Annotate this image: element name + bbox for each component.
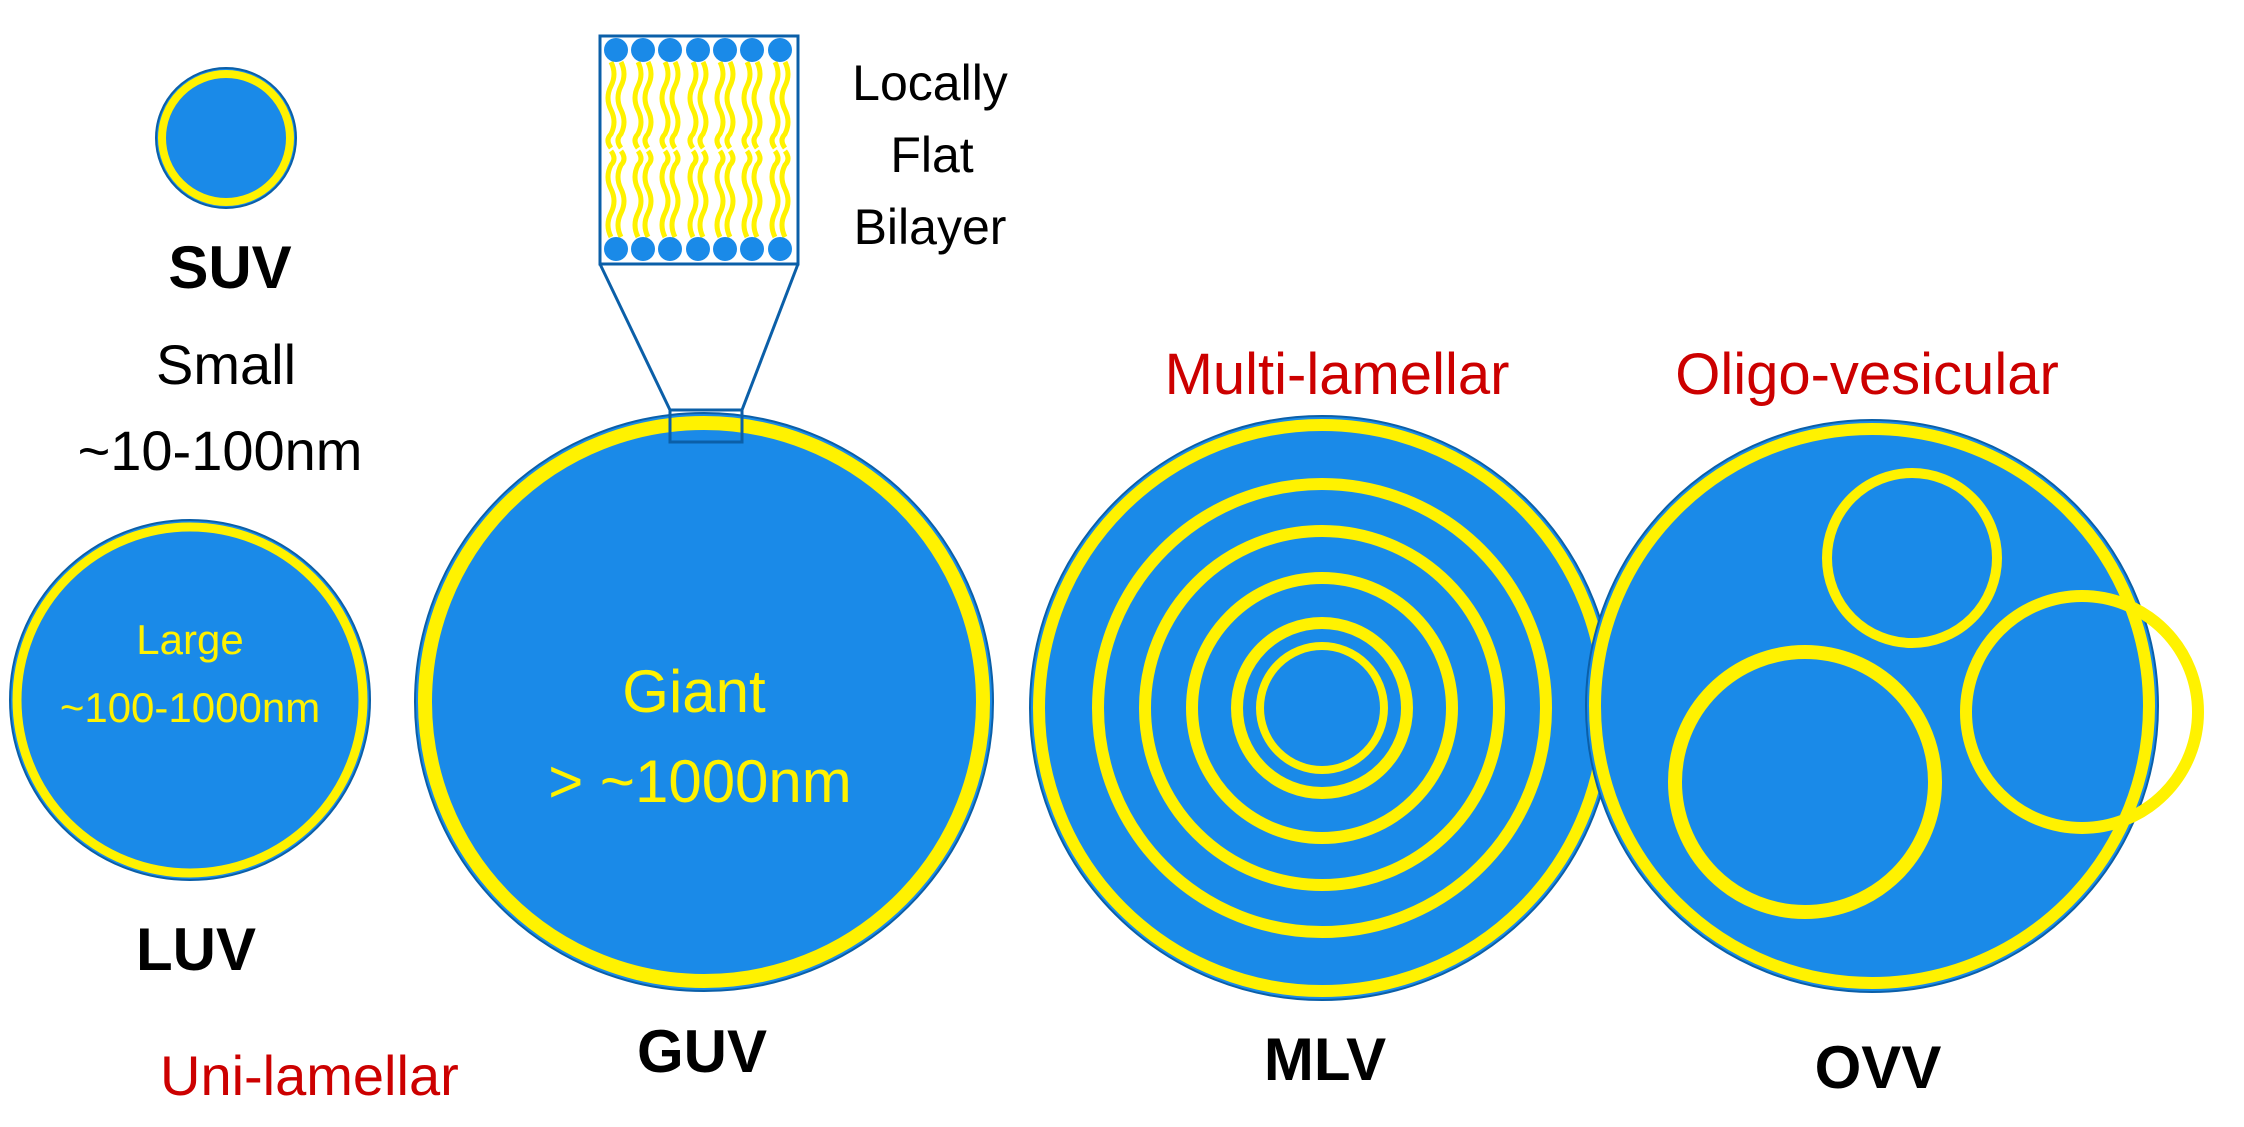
zoom-connector-right xyxy=(740,263,800,411)
suv-size-range: ~10-100nm xyxy=(78,419,363,482)
lipid-tail-top xyxy=(724,60,736,150)
luv-size-range: ~100-1000nm xyxy=(60,684,320,731)
lipid-tail-top xyxy=(669,60,681,150)
lipid-tail-bottom xyxy=(615,149,627,239)
inset-label-line3: Bilayer xyxy=(854,199,1007,255)
lipid-tail-bottom xyxy=(659,149,671,239)
suv-acronym: SUV xyxy=(168,234,291,301)
lipid-tail-bottom xyxy=(751,149,763,239)
lipid-head-top xyxy=(658,38,682,62)
lipid-tail-bottom xyxy=(724,149,736,239)
ovv-acronym: OVV xyxy=(1815,1034,1942,1101)
ovv-vesicle xyxy=(1585,419,2159,993)
guv-size-range: > ~1000nm xyxy=(548,748,852,815)
lipid-tail-top xyxy=(714,60,726,150)
lipid-head-bottom xyxy=(686,237,710,261)
membrane-zoom-box xyxy=(668,408,744,444)
guv-acronym: GUV xyxy=(637,1018,767,1085)
ovv-category: Oligo-vesicular xyxy=(1675,342,2059,407)
lipid-head-bottom xyxy=(740,237,764,261)
inset-label-line1: Locally xyxy=(852,55,1008,111)
guv-size-word: Giant xyxy=(622,658,766,725)
unilamellar-label: Uni-lamellar xyxy=(160,1044,459,1107)
lipid-head-top xyxy=(631,38,655,62)
zoom-connector-left xyxy=(598,263,672,411)
lipid-tail-top xyxy=(615,60,627,150)
ovv-inner-vesicle-right xyxy=(1960,590,2204,834)
lipid-tail-top xyxy=(632,60,644,150)
suv-size-word: Small xyxy=(156,333,296,396)
luv-vesicle xyxy=(9,519,371,881)
lipid-tail-top xyxy=(697,60,709,150)
ovv-inner-vesicle-top xyxy=(1822,468,2002,648)
lipid-head-top xyxy=(604,38,628,62)
lipid-tail-bottom xyxy=(669,149,681,239)
lipid-tail-top xyxy=(779,60,791,150)
lipid-tail-bottom xyxy=(687,149,699,239)
lipid-head-top xyxy=(686,38,710,62)
lipid-tail-top xyxy=(605,60,617,150)
lipid-tail-bottom xyxy=(741,149,753,239)
mlv-vesicle xyxy=(1029,415,1615,1001)
lipid-tail-bottom xyxy=(769,149,781,239)
lipid-tail-top xyxy=(687,60,699,150)
lipid-tail-top xyxy=(751,60,763,150)
lipid-head-top xyxy=(713,38,737,62)
lipid-head-top xyxy=(740,38,764,62)
luv-acronym: LUV xyxy=(136,916,256,983)
lipid-head-bottom xyxy=(604,237,628,261)
lipid-tail-bottom xyxy=(714,149,726,239)
lipid-tail-bottom xyxy=(779,149,791,239)
lipid-head-bottom xyxy=(768,237,792,261)
lipid-head-bottom xyxy=(631,237,655,261)
lipid-tail-top xyxy=(741,60,753,150)
lipid-tail-top xyxy=(659,60,671,150)
inset-label-line2: Flat xyxy=(890,127,973,183)
lipid-tail-top xyxy=(642,60,654,150)
lipid-head-top xyxy=(768,38,792,62)
lipid-tail-top xyxy=(769,60,781,150)
lipid-head-bottom xyxy=(658,237,682,261)
luv-size-word: Large xyxy=(136,616,243,663)
lipid-head-bottom xyxy=(713,237,737,261)
lipid-tail-bottom xyxy=(642,149,654,239)
mlv-acronym: MLV xyxy=(1264,1026,1386,1093)
mlv-category: Multi-lamellar xyxy=(1165,342,1510,407)
guv-vesicle xyxy=(414,412,994,992)
lipid-tail-bottom xyxy=(697,149,709,239)
ovv-inner-vesicle-left xyxy=(1668,645,1942,919)
bilayer-inset xyxy=(598,34,800,266)
lipid-tail-bottom xyxy=(605,149,617,239)
lipid-tail-bottom xyxy=(632,149,644,239)
suv-vesicle xyxy=(155,67,297,209)
